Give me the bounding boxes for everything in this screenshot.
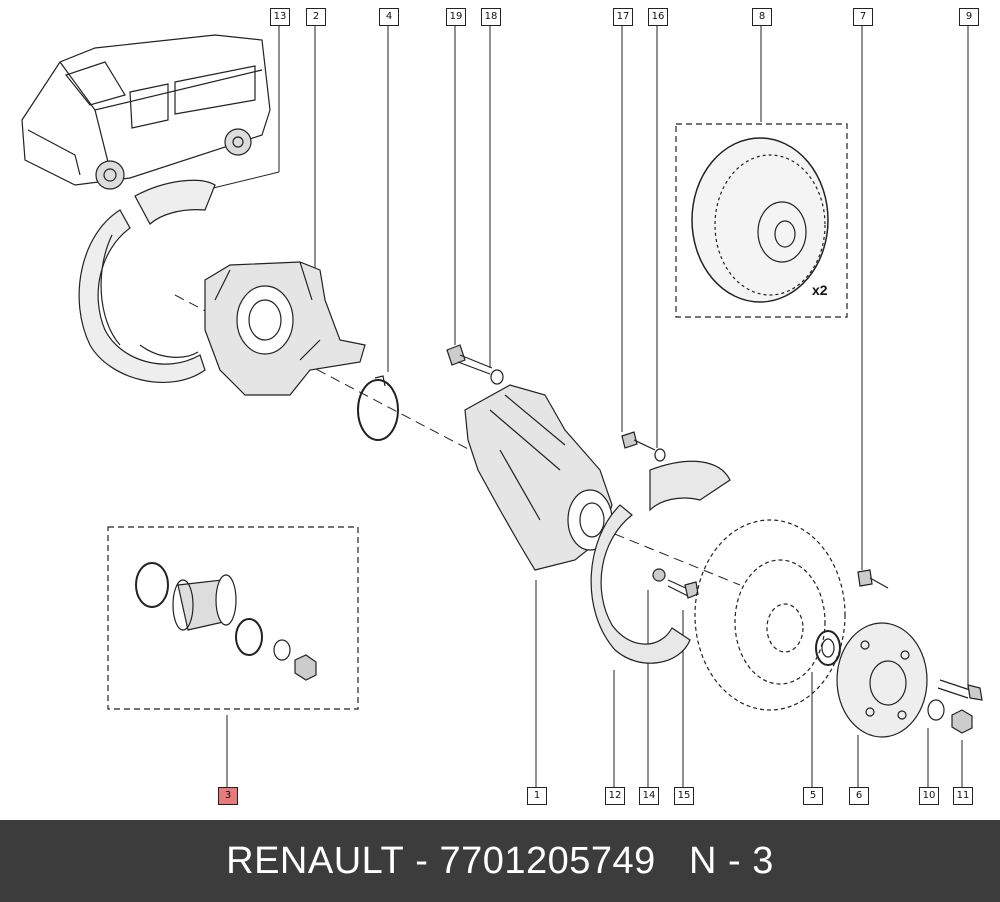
callout-6: 6 xyxy=(849,787,869,805)
wheel-bolt-7 xyxy=(857,569,889,589)
callout-16: 16 xyxy=(648,8,668,26)
callout-1: 1 xyxy=(527,787,547,805)
separator: - xyxy=(404,839,440,882)
washer-18 xyxy=(490,369,504,385)
quantity-multiplier: x2 xyxy=(812,282,828,298)
callout-15: 15 xyxy=(674,787,694,805)
callout-19: 19 xyxy=(446,8,466,26)
callout-5: 5 xyxy=(803,787,823,805)
nut-11 xyxy=(951,709,973,734)
callout-2: 2 xyxy=(306,8,326,26)
reference-code: N - 3 xyxy=(689,839,774,882)
part-footer: RENAULT - 7701205749 N - 3 xyxy=(0,820,1000,902)
bolt-15 xyxy=(667,579,699,599)
callout-18: 18 xyxy=(481,8,501,26)
brand-name: RENAULT xyxy=(226,839,405,882)
callout-7: 7 xyxy=(853,8,873,26)
callout-17: 17 xyxy=(613,8,633,26)
callout-9: 9 xyxy=(959,8,979,26)
dust-shield-13 xyxy=(78,179,216,383)
callout-11: 11 xyxy=(953,787,973,805)
brake-disc-inset-8 xyxy=(675,123,848,318)
brake-disc-dashed xyxy=(694,519,846,711)
callout-3[interactable]: 3 xyxy=(218,787,238,805)
bolt-9 xyxy=(937,679,983,701)
nut-14 xyxy=(652,568,666,582)
stub-axle-carrier-1 xyxy=(464,384,613,571)
exploded-parts-diagram xyxy=(21,25,983,788)
circlip-4 xyxy=(357,375,399,441)
steering-knuckle-2 xyxy=(204,261,366,396)
leader-lines xyxy=(204,25,969,788)
washer-16 xyxy=(654,448,666,462)
bolt-17 xyxy=(621,431,656,451)
wheel-hub-6 xyxy=(836,622,928,738)
callout-13: 13 xyxy=(270,8,290,26)
van-illustration xyxy=(21,34,271,190)
callout-12: 12 xyxy=(605,787,625,805)
part-number: 7701205749 xyxy=(439,839,656,882)
callout-8: 8 xyxy=(752,8,772,26)
gap xyxy=(656,840,689,883)
bolt-19 xyxy=(446,344,493,375)
callout-4: 4 xyxy=(379,8,399,26)
bearing-kit-3 xyxy=(107,526,359,710)
dust-shield-12 xyxy=(590,460,731,664)
bearing-5 xyxy=(815,630,841,666)
callout-14: 14 xyxy=(639,787,659,805)
washer-10 xyxy=(927,699,945,721)
callout-10: 10 xyxy=(919,787,939,805)
